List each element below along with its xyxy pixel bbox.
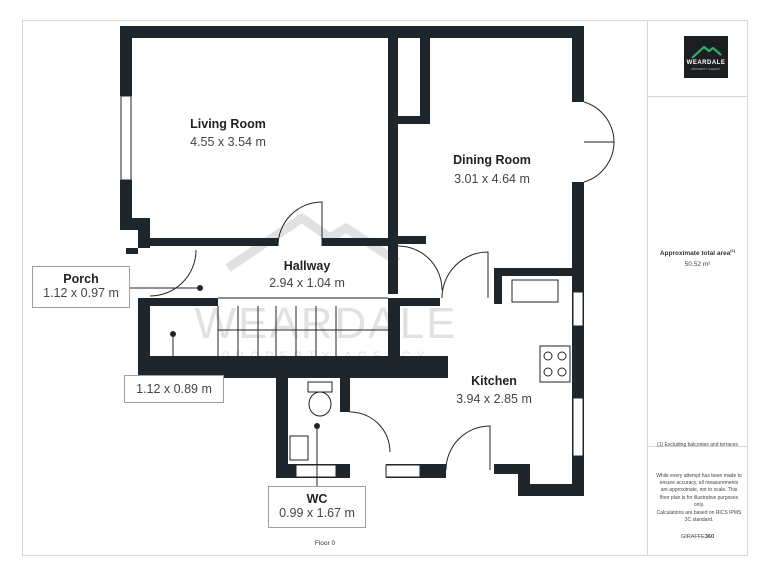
store-label: 1.12 x 0.89 m bbox=[124, 375, 224, 403]
dining-room-door bbox=[397, 245, 443, 291]
hob-ring bbox=[543, 367, 553, 377]
wall bbox=[322, 238, 392, 246]
wall bbox=[388, 298, 440, 306]
giraffe-credit: GIRAFFE360 bbox=[650, 534, 745, 540]
kitchen-name: Kitchen bbox=[471, 374, 517, 388]
wall bbox=[340, 370, 350, 412]
wall bbox=[420, 38, 430, 124]
giraffe-prefix: GIRAFFE bbox=[680, 534, 705, 540]
porch-name: Porch bbox=[63, 272, 99, 286]
windows bbox=[120, 95, 584, 478]
living-room-door bbox=[277, 201, 323, 247]
divider bbox=[648, 96, 748, 97]
wall bbox=[388, 26, 398, 294]
store-dims: 1.12 x 0.89 m bbox=[136, 382, 212, 396]
wc-dims: 0.99 x 1.67 m bbox=[279, 506, 355, 520]
wc-label: WC 0.99 x 1.67 m bbox=[268, 486, 366, 528]
wall bbox=[398, 116, 430, 124]
wall bbox=[138, 356, 448, 378]
footnote: (1) Excluding balconies and terraces bbox=[657, 442, 738, 448]
hob bbox=[539, 345, 571, 383]
toilet-cistern bbox=[307, 381, 333, 393]
wall bbox=[138, 298, 150, 356]
floor-label: Floor 0 bbox=[314, 540, 336, 547]
wall bbox=[494, 464, 530, 474]
logo-subtext: PROPERTY AGENCY bbox=[691, 68, 721, 71]
leader-lines bbox=[130, 285, 320, 486]
doors bbox=[149, 101, 615, 471]
wall bbox=[398, 26, 584, 38]
wall bbox=[138, 228, 150, 248]
window bbox=[385, 464, 421, 478]
wc-door bbox=[349, 411, 391, 453]
divider bbox=[648, 446, 748, 447]
hob-ring bbox=[557, 367, 567, 377]
area-title: Approximate total area(1) bbox=[650, 248, 745, 257]
french-door-bottom bbox=[583, 141, 615, 183]
wall bbox=[494, 268, 572, 276]
area-title-text: Approximate total area bbox=[659, 250, 731, 258]
wall bbox=[126, 248, 138, 254]
toilet-bowl bbox=[308, 391, 332, 417]
window bbox=[572, 291, 584, 327]
wc-name: WC bbox=[306, 492, 328, 506]
kitchen-dims: 3.94 x 2.85 m bbox=[456, 392, 532, 406]
basin bbox=[289, 435, 309, 461]
wall bbox=[120, 180, 132, 228]
mountain-icon bbox=[691, 45, 722, 59]
hob-ring bbox=[543, 351, 553, 361]
window bbox=[572, 397, 584, 457]
wall bbox=[138, 298, 218, 306]
sink bbox=[511, 279, 559, 303]
area-footnote-marker: (1) bbox=[730, 248, 736, 253]
porch-label: Porch 1.12 x 0.97 m bbox=[32, 266, 130, 308]
ipms-note: Calculations are based on RICS IPMS 3C s… bbox=[656, 510, 742, 524]
porch-door bbox=[149, 249, 197, 297]
dining-room-name: Dining Room bbox=[453, 153, 531, 167]
porch-dims: 1.12 x 0.97 m bbox=[43, 286, 119, 300]
window bbox=[120, 95, 132, 181]
walls bbox=[120, 26, 584, 496]
wall bbox=[120, 218, 150, 230]
wall bbox=[572, 26, 584, 102]
hallway-dims: 2.94 x 1.04 m bbox=[269, 276, 345, 290]
logo-text: WEARDALE bbox=[686, 60, 726, 66]
hallway-name: Hallway bbox=[284, 259, 331, 273]
wall bbox=[494, 268, 502, 304]
wall bbox=[572, 182, 584, 292]
fixtures bbox=[289, 279, 571, 461]
window bbox=[295, 464, 337, 478]
wall bbox=[388, 298, 400, 356]
stairs bbox=[217, 297, 388, 356]
watermark-text: WEARDALE bbox=[195, 299, 458, 348]
page-frame bbox=[22, 20, 748, 556]
giraffe-suffix: 360 bbox=[704, 534, 715, 540]
french-door-top bbox=[583, 101, 615, 143]
wall bbox=[518, 484, 584, 496]
living-room-name: Living Room bbox=[190, 117, 266, 131]
wall bbox=[276, 370, 288, 478]
area-value: 50.52 m² bbox=[684, 261, 711, 268]
wall bbox=[120, 26, 392, 38]
wall bbox=[150, 238, 278, 246]
wall bbox=[398, 236, 426, 244]
sidebar bbox=[647, 20, 748, 556]
wall bbox=[120, 26, 132, 96]
disclaimer: While every attempt has been made to ens… bbox=[656, 473, 742, 508]
living-room-dims: 4.55 x 3.54 m bbox=[190, 135, 266, 149]
kitchen-door bbox=[441, 251, 489, 299]
hob-ring bbox=[557, 351, 567, 361]
dining-room-dims: 3.01 x 4.64 m bbox=[454, 172, 530, 186]
brand-logo: WEARDALE PROPERTY AGENCY bbox=[684, 36, 728, 78]
kitchen-back-door bbox=[445, 425, 491, 471]
